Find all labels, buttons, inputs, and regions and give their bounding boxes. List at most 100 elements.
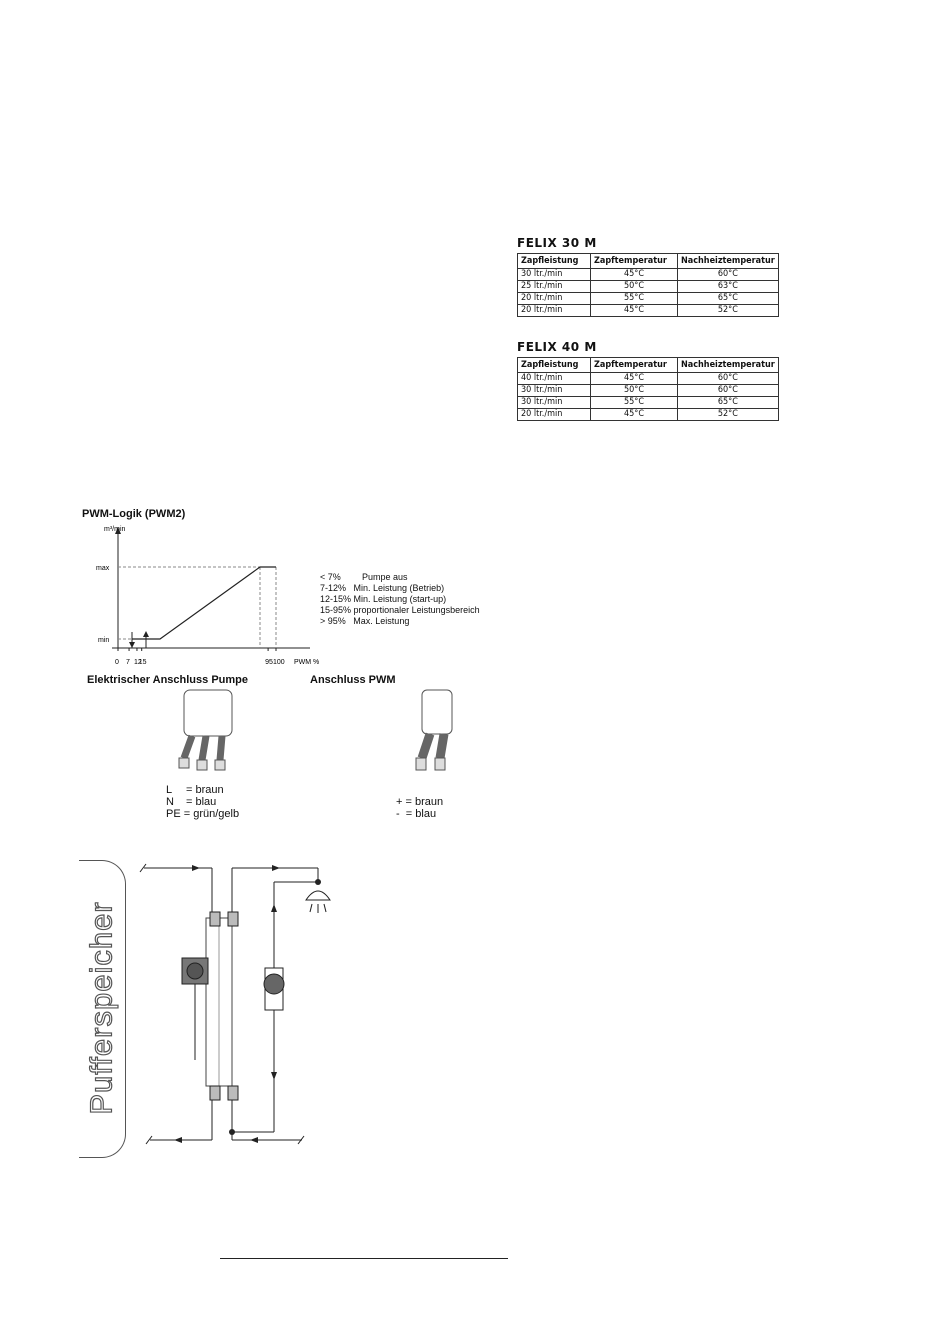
table-row: 20 ltr./min 45°C 52°C — [517, 408, 779, 421]
table-cell: 30 ltr./min — [517, 384, 591, 397]
column-header: Nachheiztemperatur — [677, 357, 779, 373]
column-header: Nachheiztemperatur — [677, 253, 779, 269]
table-cell: 40 ltr./min — [517, 372, 591, 385]
break-mark — [297, 1135, 305, 1145]
arrow-up-icon — [143, 631, 149, 637]
wire-plus-terminal — [415, 757, 427, 771]
felix-40-title: FELIX 40 M — [517, 340, 597, 354]
wire-value: = braun — [186, 784, 224, 796]
pwm-plug-image — [415, 689, 453, 771]
table-row: 25 ltr./min 50°C 63°C — [517, 280, 779, 293]
table-cell: 52°C — [677, 408, 779, 421]
valve-icon — [209, 911, 221, 927]
flow-arrow-down-icon — [271, 1072, 277, 1080]
felix-30-title: FELIX 30 M — [517, 236, 597, 250]
shower-spray — [309, 903, 313, 913]
x-tick-label: 0 — [115, 659, 119, 666]
legend-text: Min. Leistung (Betrieb) — [353, 583, 445, 593]
x-tick-label: 95 — [265, 659, 273, 666]
table-cell: 55°C — [590, 396, 678, 409]
legend-text: Max. Leistung — [353, 616, 410, 626]
x-tick-label: 7 — [126, 659, 130, 666]
pwm-plug-cables — [417, 732, 449, 760]
wire-row: - = blau — [396, 808, 443, 820]
circulation-pump-icon — [263, 973, 285, 995]
table-cell: 45°C — [590, 268, 678, 281]
plug-cables — [180, 734, 226, 761]
plug-housing — [183, 689, 233, 737]
wire-key: - — [396, 808, 400, 820]
pump-impeller — [186, 962, 204, 980]
pump-plug-image — [178, 689, 233, 771]
felix-30-table-block: FELIX 30 M Zapfleistung Zapftemperatur N… — [517, 236, 779, 317]
valve-icon — [227, 1085, 239, 1101]
wire-value: = braun — [405, 796, 444, 808]
electrical-wire-legend: L= braun N= blau PE = grün/gelb — [166, 784, 239, 820]
table-row: 40 ltr./min 45°C 60°C — [517, 372, 779, 385]
legend-key: 12-15% — [320, 594, 352, 604]
legend-row: < 7%Pumpe aus — [320, 572, 480, 583]
table-cell: 20 ltr./min — [517, 292, 591, 305]
legend-row: > 95% Max. Leistung — [320, 616, 480, 627]
table-cell: 25 ltr./min — [517, 280, 591, 293]
table-cell: 52°C — [677, 304, 779, 317]
wire-l-terminal — [178, 757, 190, 769]
wire-value: = blau — [405, 808, 437, 820]
flow-arrow-icon — [192, 865, 200, 871]
table-header-row: Zapfleistung Zapftemperatur Nachheiztemp… — [517, 253, 779, 269]
table-cell: 63°C — [677, 280, 779, 293]
flow-arrow-icon — [174, 1137, 182, 1143]
wire-row: L = braun — [166, 784, 239, 796]
table-row: 30 ltr./min 50°C 60°C — [517, 384, 779, 397]
table-cell: 65°C — [677, 292, 779, 305]
table-row: 20 ltr./min 55°C 65°C — [517, 292, 779, 305]
wire-value: = blau — [186, 796, 217, 808]
legend-key: 7-12% — [320, 583, 347, 593]
wire-row: PE = grün/gelb — [166, 808, 239, 820]
shower-spray — [323, 903, 327, 913]
legend-text: Pumpe aus — [362, 572, 408, 582]
electrical-connection-title: Elektrischer Anschluss Pumpe — [87, 674, 248, 686]
pwm-wire-legend: + = braun - = blau — [396, 796, 443, 820]
wire-n-terminal — [196, 759, 208, 771]
felix-40-table: Zapfleistung Zapftemperatur Nachheiztemp… — [517, 357, 779, 421]
table-cell: 30 ltr./min — [517, 268, 591, 281]
pufferspeicher-text: Pufferspeicher — [83, 901, 120, 1116]
pwm-connection-title: Anschluss PWM — [310, 674, 396, 686]
table-cell: 20 ltr./min — [517, 408, 591, 421]
table-cell: 65°C — [677, 396, 779, 409]
table-cell: 60°C — [677, 384, 779, 397]
wire-key: PE — [166, 808, 181, 820]
wire-key: L — [166, 784, 173, 796]
flow-arrow-icon — [250, 1137, 258, 1143]
arrow-down-icon — [129, 642, 135, 648]
legend-text: Min. Leistung (start-up) — [353, 594, 447, 604]
legend-row: 12-15% Min. Leistung (start-up) — [320, 594, 480, 605]
legend-key: 15-95% — [320, 605, 352, 615]
legend-row: 15-95% proportionaler Leistungsbereich — [320, 605, 480, 616]
table-cell: 45°C — [590, 408, 678, 421]
break-mark — [139, 863, 147, 873]
table-row: 30 ltr./min 45°C 60°C — [517, 268, 779, 281]
x-tick-label: 12 — [134, 659, 142, 666]
flow-arrow-up-icon — [271, 904, 277, 912]
x-tick-label: 15 — [139, 659, 147, 666]
wire-pe-terminal — [214, 759, 226, 771]
table-header-row: Zapfleistung Zapftemperatur Nachheiztemp… — [517, 357, 779, 373]
table-cell: 55°C — [590, 292, 678, 305]
table-cell: 20 ltr./min — [517, 304, 591, 317]
column-header: Zapfleistung — [517, 357, 591, 373]
y-axis-arrow — [115, 527, 121, 534]
table-cell: 60°C — [677, 372, 779, 385]
felix-40-table-block: FELIX 40 M Zapfleistung Zapftemperatur N… — [517, 340, 779, 421]
hydraulic-diagram — [139, 863, 331, 1145]
column-header: Zapfleistung — [517, 253, 591, 269]
legend-text: proportionaler Leistungsbereich — [353, 605, 480, 615]
break-mark — [145, 1135, 153, 1145]
table-cell: 45°C — [590, 372, 678, 385]
pwm-chart-title: PWM-Logik (PWM2) — [82, 508, 186, 520]
legend-row: 7-12% Min. Leistung (Betrieb) — [320, 583, 480, 594]
column-header: Zapftemperatur — [590, 253, 678, 269]
table-cell: 50°C — [590, 384, 678, 397]
